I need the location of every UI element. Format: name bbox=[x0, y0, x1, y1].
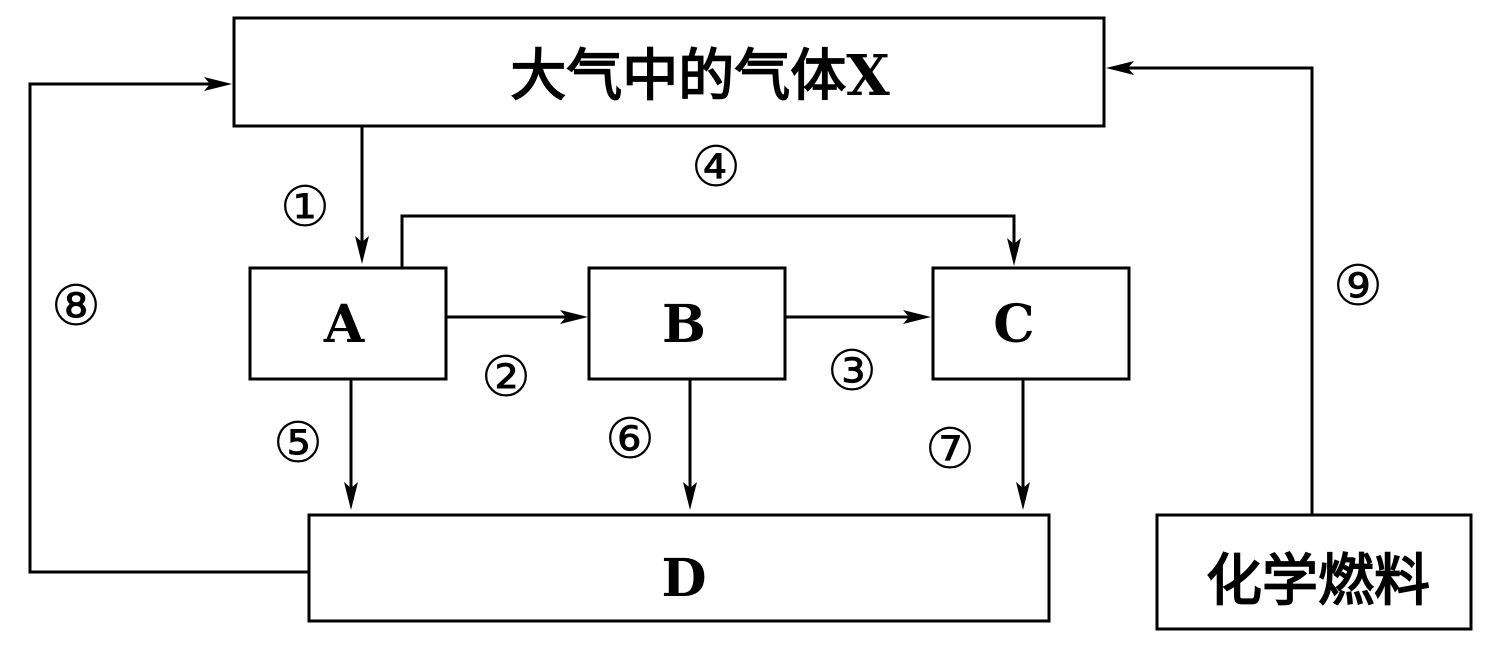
box-d: D bbox=[307, 513, 1051, 623]
arrow-6 bbox=[683, 379, 697, 510]
arrow-4 bbox=[400, 214, 1021, 268]
box-b: B bbox=[587, 266, 787, 381]
box-a-label: A bbox=[323, 294, 365, 355]
arrow-7-label: ⑦ bbox=[925, 417, 975, 482]
arrow-7 bbox=[1016, 379, 1030, 510]
arrow-5 bbox=[344, 379, 358, 510]
arrow-3-label: ③ bbox=[827, 339, 877, 404]
box-fossil-fuel: 化学燃料 bbox=[1155, 513, 1473, 631]
arrow-5-label: ⑤ bbox=[273, 411, 323, 476]
box-atmosphere: 大气中的气体X bbox=[232, 16, 1106, 128]
arrow-9-label: ⑨ bbox=[1333, 254, 1383, 319]
arrow-8 bbox=[28, 77, 309, 574]
box-a: A bbox=[248, 266, 448, 381]
box-c: C bbox=[931, 266, 1131, 381]
arrow-4-label: ④ bbox=[691, 135, 741, 200]
arrow-2-label: ② bbox=[481, 345, 531, 410]
box-atmosphere-label: 大气中的气体X bbox=[510, 43, 890, 109]
arrow-1 bbox=[355, 126, 369, 264]
arrow-1-label: ① bbox=[280, 175, 330, 240]
arrow-9 bbox=[1106, 61, 1314, 515]
arrow-2 bbox=[446, 310, 588, 324]
box-d-label: D bbox=[661, 548, 706, 609]
box-c-label: C bbox=[993, 294, 1034, 355]
arrow-3 bbox=[785, 310, 931, 324]
box-fossil-fuel-label: 化学燃料 bbox=[1206, 548, 1430, 614]
arrow-8-label: ⑧ bbox=[51, 274, 101, 339]
arrow-6-label: ⑥ bbox=[605, 407, 655, 472]
box-b-label: B bbox=[662, 294, 706, 355]
